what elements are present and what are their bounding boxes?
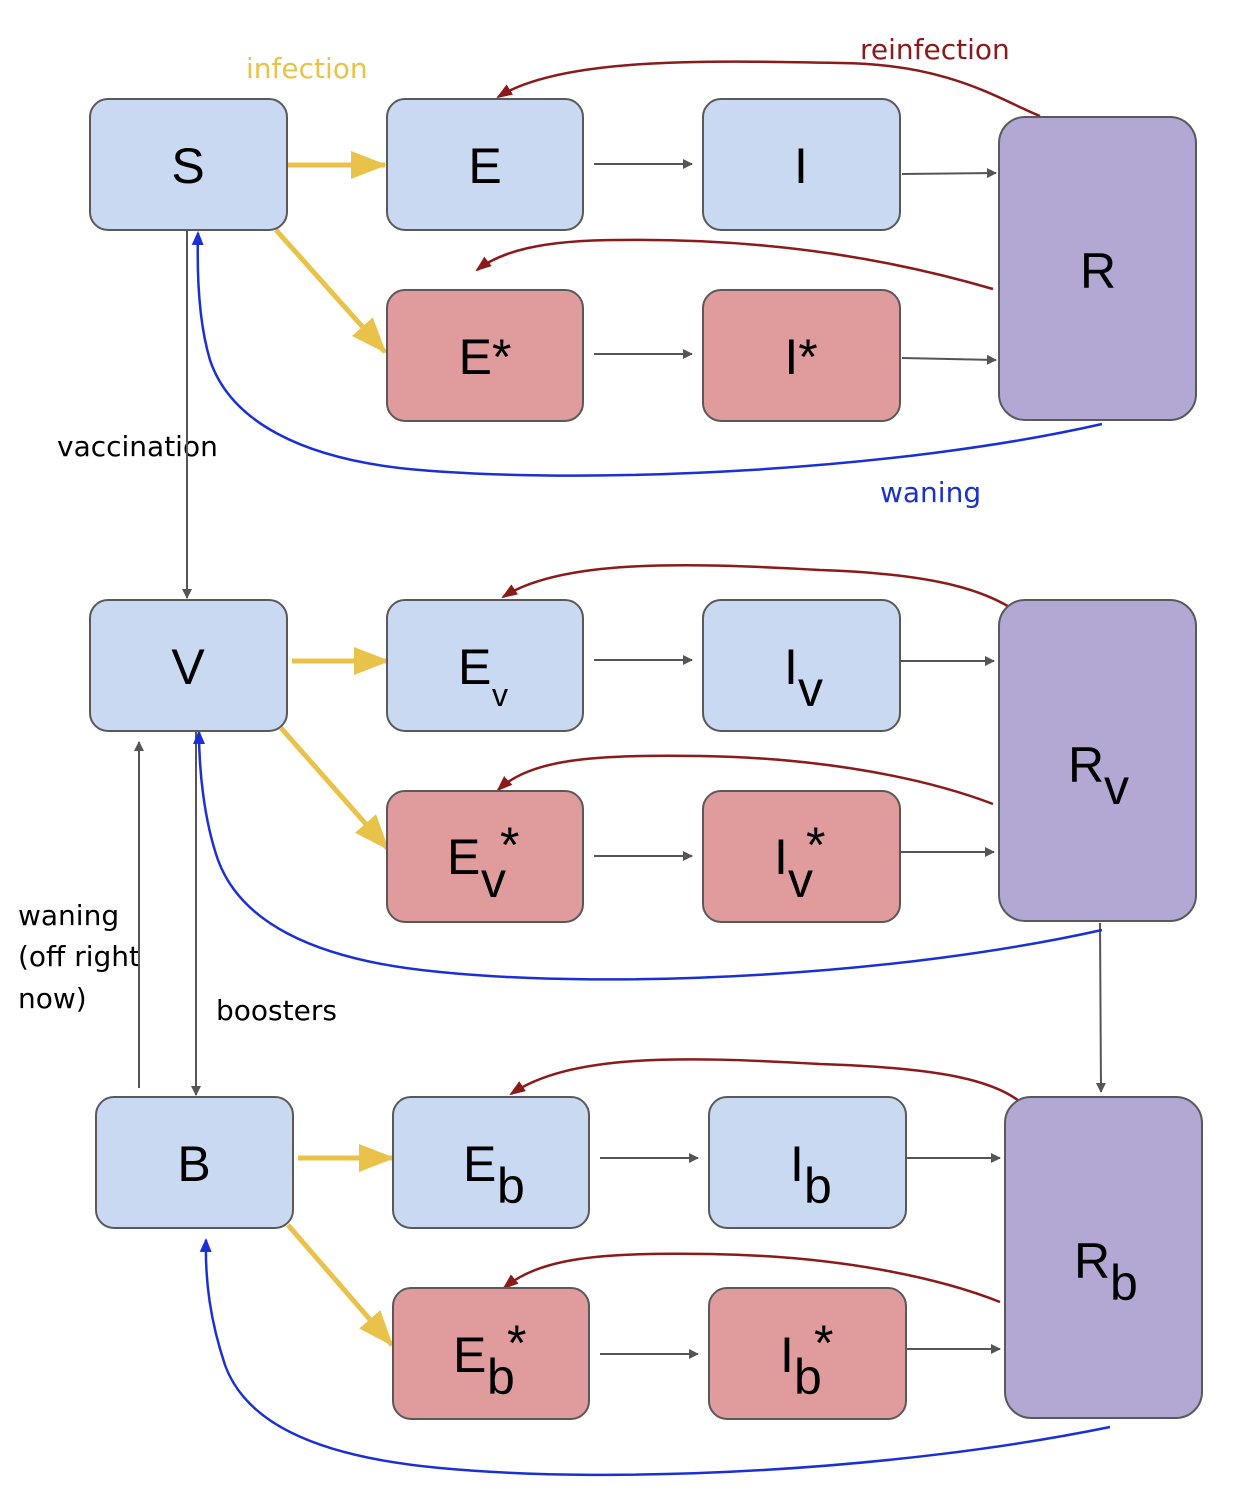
node-Ibstar-subscript: b: [794, 1349, 822, 1405]
node-Rb-subscript: b: [1110, 1255, 1138, 1311]
infection-label: infection: [246, 52, 368, 85]
waning-arrow-rv-v: [193, 730, 1103, 981]
node-Ib-label: I: [790, 1136, 804, 1192]
box-E: [386, 98, 584, 231]
node-Ib-subscript: b: [804, 1158, 832, 1214]
node-Ivstar-superscript: *: [806, 817, 825, 873]
node-Rv-label: R: [1068, 737, 1104, 793]
boxes: [89, 98, 1203, 1420]
node-Ebstar-superscript: *: [507, 1315, 526, 1371]
node-Istar-label: I*: [784, 329, 817, 385]
node-Ibstar-label: I: [780, 1327, 794, 1383]
waning-left-label-line3: now): [18, 982, 87, 1015]
box-Estar: [386, 289, 584, 422]
box-B: [95, 1096, 294, 1229]
box-R: [998, 116, 1197, 421]
box-Ebstar: [392, 1287, 590, 1420]
node-I-label: I: [794, 138, 808, 194]
node-B-label: B: [177, 1136, 210, 1192]
box-Evstar: [386, 790, 584, 923]
reinfection-arrow-rv-evstar: [496, 754, 994, 806]
box-Istar: [702, 289, 901, 422]
waning-left-label-line1: waning: [18, 899, 119, 932]
node-Evstar-superscript: *: [500, 817, 519, 873]
node-Eb-subscript: b: [497, 1158, 525, 1214]
node-Ivstar-label: I: [774, 829, 788, 885]
node-Ivstar-subscript: v: [788, 852, 813, 908]
node-Iv-label: I: [784, 639, 798, 695]
node-Ev-subscript: v: [492, 677, 508, 713]
box-Rb: [1004, 1096, 1203, 1419]
node-Evstar-label: E: [447, 829, 480, 885]
box-Ib: [708, 1096, 907, 1229]
reinfection-arrow-rb-eb: [509, 1058, 1028, 1109]
waning-arrow-rb-b: [199, 1238, 1111, 1477]
node-V-label: V: [171, 639, 205, 695]
box-Ev: [386, 599, 584, 732]
reinfection-label: reinfection: [860, 33, 1010, 66]
box-Iv: [702, 599, 901, 732]
node-R-label: R: [1080, 243, 1116, 299]
node-E-label: E: [468, 138, 501, 194]
node-Ebstar-label: E: [453, 1327, 486, 1383]
node-Iv-subscript: v: [798, 661, 823, 717]
vaccination-label: vaccination: [57, 430, 218, 463]
node-Estar-label: E*: [459, 329, 512, 385]
boosters-label: boosters: [216, 994, 337, 1027]
box-S: [89, 98, 288, 231]
box-Ibstar: [708, 1287, 907, 1420]
node-Rv-subscript: v: [1104, 759, 1129, 815]
rv-to-rb-arrow: [1095, 922, 1106, 1093]
waning-left-label-line2: (off right: [18, 940, 140, 973]
reinfection-arrow-rb-ebstar: [502, 1252, 1001, 1304]
flow-istar-r: [901, 354, 997, 365]
waning-label-top: waning: [880, 476, 981, 509]
reinfection-arrow-rv-ev: [501, 564, 1021, 616]
node-Ev-label: E: [458, 639, 491, 695]
box-V: [89, 599, 288, 732]
box-Eb: [392, 1096, 590, 1229]
reinfection-arrow-r-estar: [475, 238, 994, 291]
node-Evstar-subscript: v: [481, 852, 506, 908]
node-Ibstar-superscript: *: [814, 1315, 833, 1371]
box-Rv: [998, 599, 1197, 922]
node-Eb-label: E: [463, 1136, 496, 1192]
box-labels: S E I R E* I* V E v I v R v E v * I v * …: [171, 138, 1137, 1405]
node-Rb-label: R: [1074, 1233, 1110, 1289]
infection-arrow-b-ebstar: [286, 1223, 394, 1347]
infection-arrow-v-evstar: [279, 726, 390, 851]
reinfection-arrow-r-e: [496, 60, 1041, 118]
node-S-label: S: [171, 138, 204, 194]
box-Ivstar: [702, 790, 901, 923]
waning-arrow-r-s: [191, 231, 1103, 477]
node-Ebstar-subscript: b: [487, 1349, 515, 1405]
flow-i-r: [901, 168, 997, 179]
arrows: [134, 60, 1111, 1477]
box-I: [702, 98, 901, 231]
infection-arrow-s-estar: [274, 228, 387, 354]
